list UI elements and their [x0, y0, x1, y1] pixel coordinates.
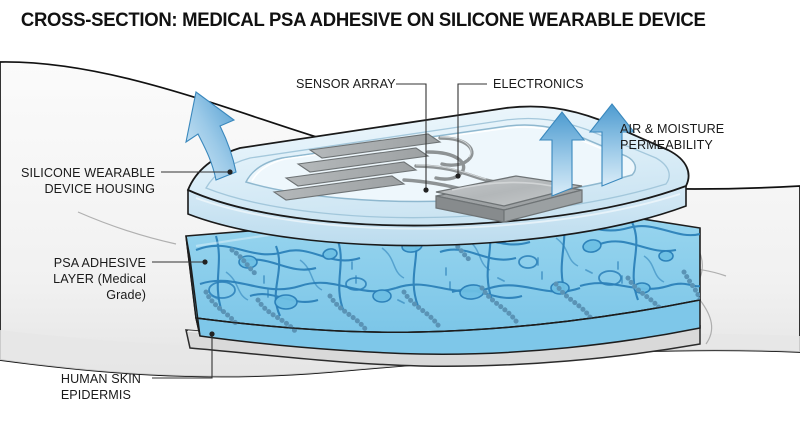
label-housing-line1: SILICONE WEARABLE — [21, 166, 155, 180]
label-psa-line3: Grade) — [106, 288, 146, 302]
page-title: CROSS-SECTION: MEDICAL PSA ADHESIVE ON S… — [21, 10, 706, 32]
label-sensor-array: SENSOR ARRAY — [296, 77, 396, 91]
electrode-pad-2 — [296, 147, 430, 173]
label-permeability-line1: AIR & MOISTURE — [620, 122, 724, 136]
electrode-pad-3 — [284, 161, 418, 187]
electrode-pad-1 — [308, 133, 442, 159]
label-housing-line2: DEVICE HOUSING — [44, 182, 155, 196]
permeability-arrows — [185, 91, 636, 197]
label-skin-line1: HUMAN SKIN — [61, 372, 141, 386]
leader-lines — [152, 83, 487, 379]
sensor-array — [272, 133, 558, 201]
arrow-middle — [538, 111, 586, 197]
label-psa-line2: LAYER (Medical — [53, 272, 146, 286]
label-electronics: ELECTRONICS — [493, 77, 584, 91]
electrode-pad-4 — [272, 175, 406, 201]
label-permeability-line2: PERMEABILITY — [620, 138, 713, 152]
label-psa-line1: PSA ADHESIVE — [54, 256, 146, 270]
electronics-module — [435, 175, 583, 223]
label-skin-line2: EPIDERMIS — [61, 388, 131, 402]
arrow-right — [588, 103, 636, 187]
arrow-left — [185, 91, 237, 181]
